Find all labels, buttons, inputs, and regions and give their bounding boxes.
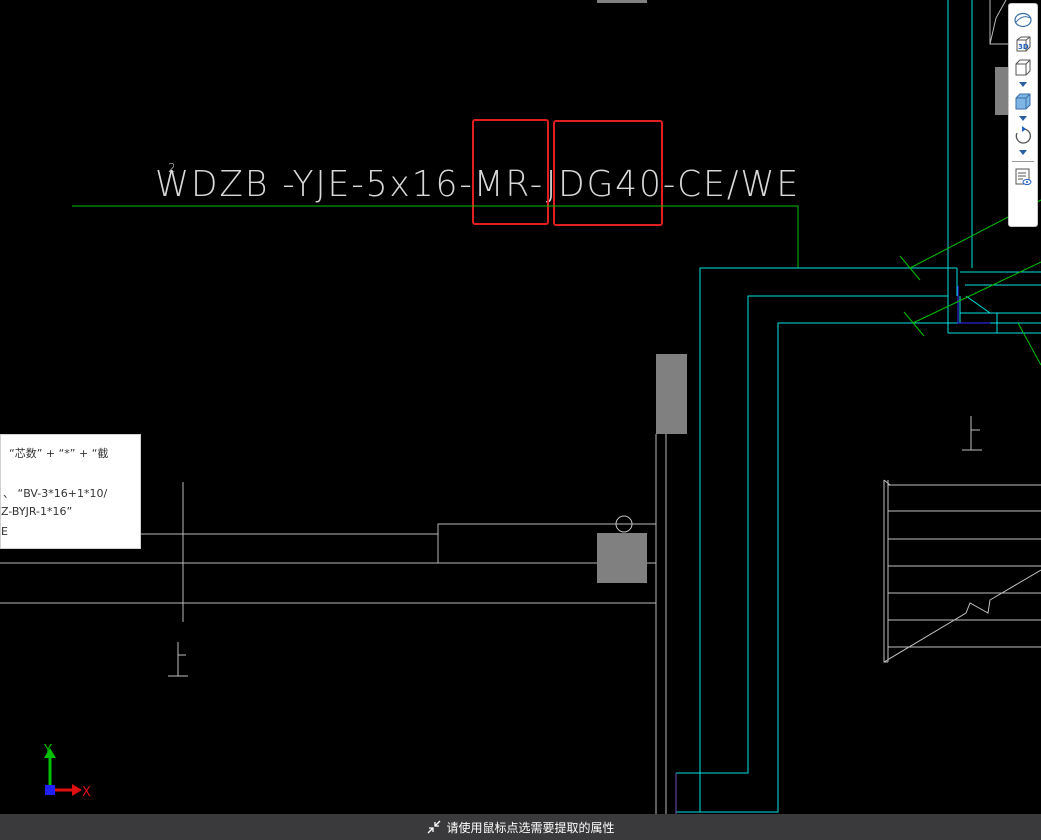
view-cube-icon: [1015, 59, 1031, 76]
toolbar-separator: [1012, 161, 1034, 162]
shaded-cube-button[interactable]: [1011, 90, 1035, 114]
stair-outline[interactable]: [883, 479, 1041, 663]
3d-view-button[interactable]: 3D: [1011, 32, 1035, 56]
gray-block-top: [597, 0, 647, 3]
pick-cursor-icon: [426, 819, 442, 835]
status-bar: 请使用鼠标点选需要提取的属性: [0, 814, 1041, 840]
properties-view-button[interactable]: [1011, 165, 1035, 189]
view-toolbar: 3D: [1008, 3, 1038, 227]
chevron-down-icon: [1019, 150, 1027, 155]
green-leader-line[interactable]: [72, 205, 799, 268]
navigation-sphere-button[interactable]: [1011, 8, 1035, 32]
tooltip-line-2: 、 “BV-3*16+1*10/: [3, 487, 108, 500]
chevron-down-icon: [1019, 116, 1027, 121]
tooltip-line-4: E: [1, 525, 8, 538]
view-cube-button[interactable]: [1011, 56, 1035, 80]
3d-view-icon: 3D: [1016, 36, 1031, 52]
properties-view-icon: [1015, 168, 1032, 185]
3d-view-label: 3D: [1018, 43, 1029, 51]
chevron-down-icon: [1019, 82, 1027, 87]
shaded-cube-dropdown[interactable]: [1011, 114, 1035, 124]
ucs-x-label: X: [82, 785, 91, 800]
cyan-wall-lines[interactable]: [676, 0, 1041, 813]
stair-up-mark-left: [168, 642, 188, 677]
ucs-y-label: Y: [43, 743, 52, 758]
stair-up-mark-right: [962, 416, 982, 451]
shaded-cube-icon: [1015, 93, 1031, 110]
wall-lines-gray[interactable]: [0, 0, 1008, 840]
ucs-icon: Y X: [43, 743, 91, 800]
tooltip-line-3: Z-BYJR-1*16”: [1, 505, 73, 518]
highlight-box-mr: [472, 119, 549, 225]
cable-spec-label[interactable]: WDZB -YJE-5x16-MR-JDG40-CE/WE: [155, 164, 800, 205]
gray-block-right[interactable]: [995, 67, 1008, 115]
orbit-button[interactable]: [1011, 124, 1035, 148]
highlight-box-jdg40: [553, 120, 663, 226]
navigation-sphere-icon: [1014, 12, 1032, 28]
equipment-circle[interactable]: [615, 515, 633, 533]
equipment-block[interactable]: [597, 533, 647, 583]
status-message: 请使用鼠标点选需要提取的属性: [446, 820, 615, 835]
column-block[interactable]: [656, 354, 687, 434]
orbit-icon: [1015, 126, 1031, 144]
cable-spec-superscript: 2: [168, 161, 178, 175]
tooltip-line-1: “芯数” + “*” + “截: [9, 447, 109, 460]
orbit-dropdown[interactable]: [1011, 148, 1035, 158]
view-cube-dropdown[interactable]: [1011, 80, 1035, 90]
blue-detail-lines: [957, 286, 990, 324]
property-hint-tooltip: “芯数” + “*” + “截 、 “BV-3*16+1*10/ Z-BYJR-…: [0, 434, 141, 549]
